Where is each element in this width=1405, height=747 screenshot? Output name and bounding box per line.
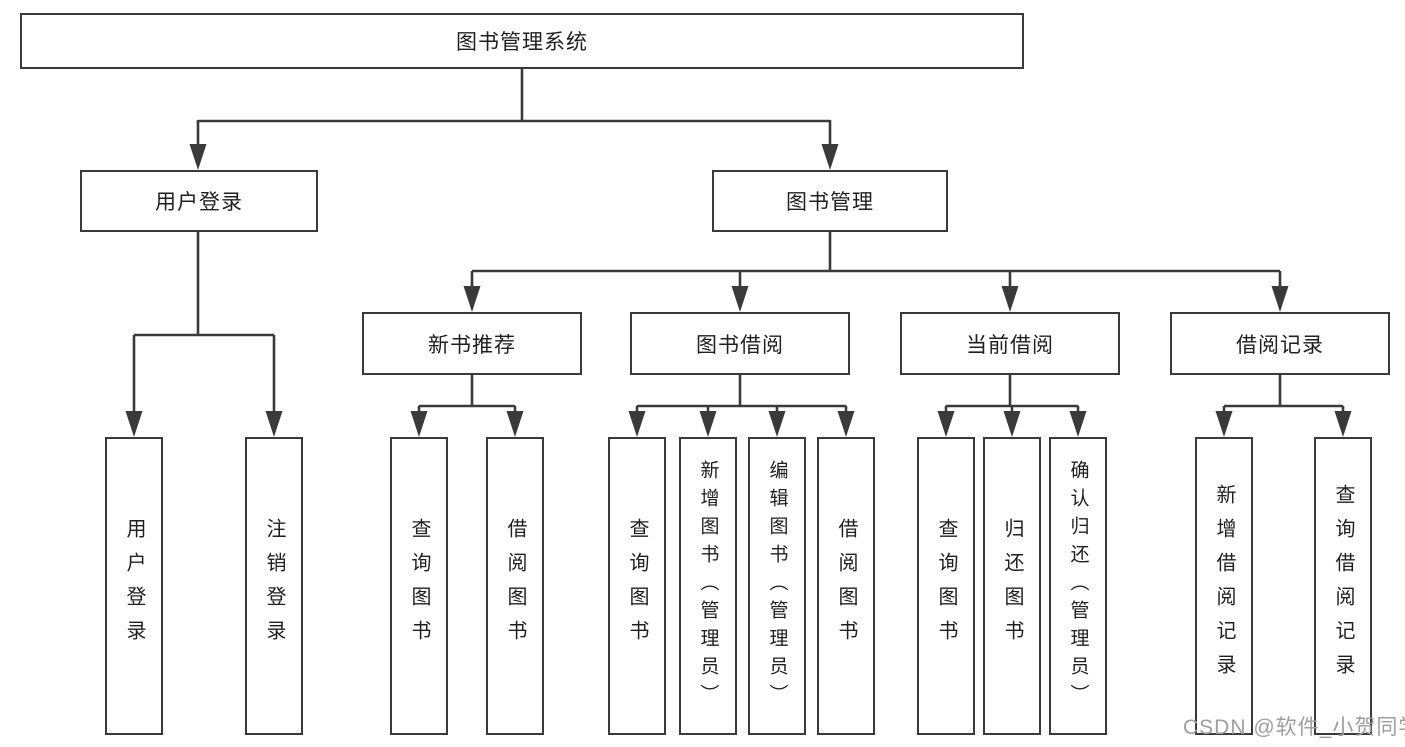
leaf-return-books: 归还图书 bbox=[983, 437, 1041, 735]
leaf-query-books-recommend-label: 查询图书 bbox=[408, 518, 430, 654]
leaf-edit-book-admin-label: 编辑图书（管理员） bbox=[766, 460, 788, 712]
leaf-edit-book-admin: 编辑图书（管理员） bbox=[748, 437, 806, 735]
node-root-label: 图书管理系统 bbox=[456, 31, 588, 54]
leaf-add-borrow-record: 新增借阅记录 bbox=[1195, 437, 1253, 735]
leaf-query-books-borrow-label: 查询图书 bbox=[626, 518, 648, 654]
node-new-book-recommend-label: 新书推荐 bbox=[428, 333, 516, 357]
leaf-confirm-return-admin: 确认归还（管理员） bbox=[1049, 437, 1107, 735]
leaf-query-books-borrow: 查询图书 bbox=[608, 437, 666, 735]
node-book-borrow-label: 图书借阅 bbox=[696, 333, 784, 357]
node-book-management-label: 图书管理 bbox=[786, 191, 874, 214]
node-current-borrow-label: 当前借阅 bbox=[966, 333, 1054, 357]
leaf-logout-label: 注销登录 bbox=[263, 518, 285, 654]
leaf-add-book-admin: 新增图书（管理员） bbox=[679, 437, 737, 735]
leaf-borrow-books-recommend-label: 借阅图书 bbox=[504, 518, 526, 654]
leaf-query-books-current-label: 查询图书 bbox=[935, 518, 957, 654]
leaf-query-borrow-record-label: 查询借阅记录 bbox=[1332, 484, 1354, 688]
leaf-user-login: 用户登录 bbox=[105, 437, 163, 735]
leaf-query-books-recommend: 查询图书 bbox=[390, 437, 448, 735]
leaf-query-books-current: 查询图书 bbox=[917, 437, 975, 735]
node-current-borrow: 当前借阅 bbox=[900, 312, 1120, 375]
csdn-watermark: CSDN @软件_小贺同学 bbox=[1183, 716, 1405, 739]
leaf-add-book-admin-label: 新增图书（管理员） bbox=[697, 460, 719, 712]
leaf-user-login-label: 用户登录 bbox=[123, 518, 145, 654]
node-user-login-label: 用户登录 bbox=[155, 191, 243, 214]
node-root: 图书管理系统 bbox=[20, 13, 1024, 69]
leaf-add-borrow-record-label: 新增借阅记录 bbox=[1213, 484, 1235, 688]
node-borrow-records-label: 借阅记录 bbox=[1236, 333, 1324, 357]
leaf-borrow-books-recommend: 借阅图书 bbox=[486, 437, 544, 735]
leaf-borrow-books-label: 借阅图书 bbox=[835, 518, 857, 654]
node-new-book-recommend: 新书推荐 bbox=[362, 312, 582, 375]
node-book-borrow: 图书借阅 bbox=[630, 312, 850, 375]
leaf-return-books-label: 归还图书 bbox=[1001, 518, 1023, 654]
leaf-borrow-books: 借阅图书 bbox=[817, 437, 875, 735]
leaf-logout: 注销登录 bbox=[245, 437, 303, 735]
leaf-query-borrow-record: 查询借阅记录 bbox=[1314, 437, 1372, 735]
node-book-management: 图书管理 bbox=[712, 170, 948, 232]
node-borrow-records: 借阅记录 bbox=[1170, 312, 1390, 375]
node-user-login: 用户登录 bbox=[80, 170, 318, 232]
leaf-confirm-return-admin-label: 确认归还（管理员） bbox=[1067, 460, 1089, 712]
